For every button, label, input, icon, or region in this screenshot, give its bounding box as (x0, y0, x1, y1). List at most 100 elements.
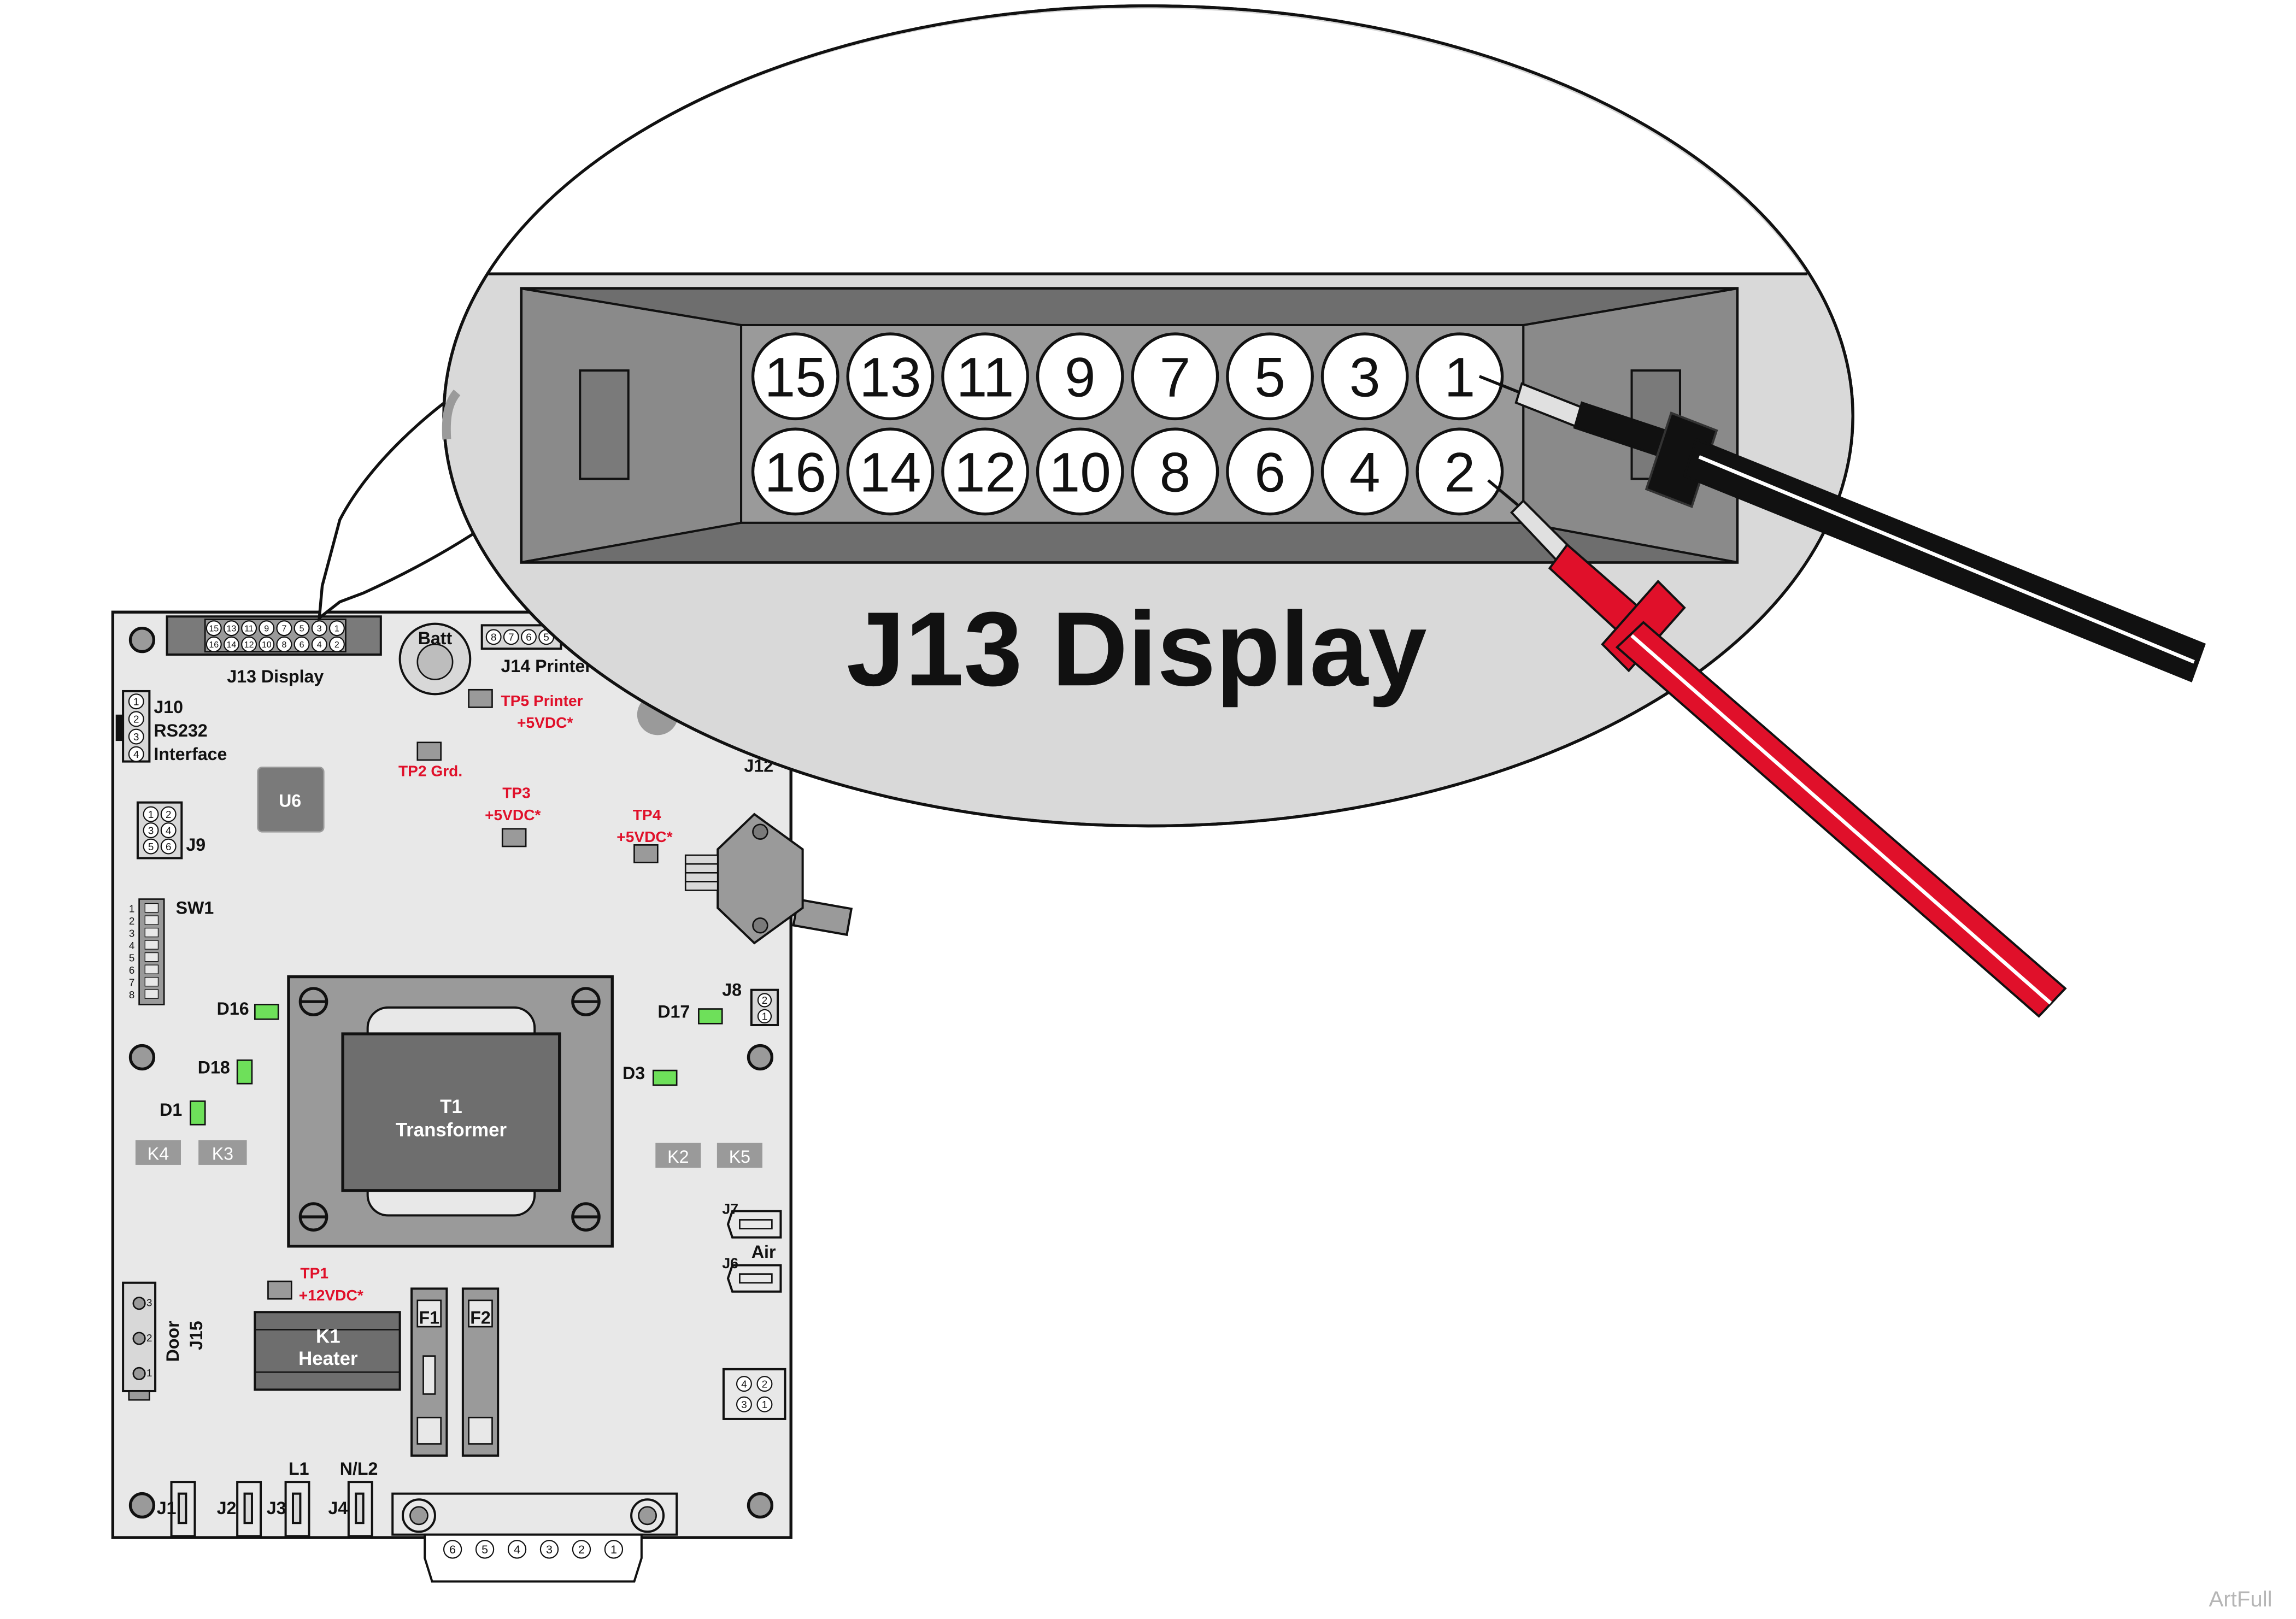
j9-pin-3-label: 3 (148, 825, 154, 836)
j13-board-pin-12-label: 12 (244, 640, 254, 650)
zoom-pin-10: 10 (1036, 427, 1124, 516)
tp2-label: TP2 Grd. (398, 762, 462, 779)
j13-board-pin-16-label: 16 (209, 640, 219, 650)
j14-pin-7: 7 (503, 629, 519, 645)
j13-board-pin-5: 5 (293, 620, 310, 637)
l1-label: L1 (289, 1459, 309, 1479)
relays (134, 1138, 764, 1169)
j13-board-pin-11: 11 (241, 620, 257, 637)
j9-pin-5-label: 5 (148, 841, 154, 852)
mounting-hole (128, 627, 156, 654)
j15-door-connector: 321 Door J15 (122, 1281, 206, 1401)
d16-label: D16 (217, 999, 249, 1019)
j8-pin-2: 2 (757, 993, 772, 1008)
bottom-plug-pin-1-label: 1 (610, 1543, 617, 1556)
j14-pin-6: 6 (521, 629, 537, 645)
air-connectors: J7 J6 Air (722, 1201, 782, 1293)
j13-board-pin-13-label: 13 (226, 624, 236, 634)
zoom-pin-5-label: 5 (1254, 346, 1285, 408)
sw1-switch (144, 940, 159, 950)
d1-label: D1 (160, 1100, 182, 1120)
j13-board-pin-1-label: 1 (334, 624, 339, 634)
j10-pin-3: 3 (128, 728, 144, 745)
d3-led (652, 1069, 678, 1086)
d18-label: D18 (198, 1057, 230, 1077)
j13-board-pin-3: 3 (311, 620, 327, 637)
j14-pin-8-label: 8 (491, 632, 496, 643)
j15-label-1: Door (163, 1321, 183, 1362)
d1-led (190, 1100, 206, 1126)
tp5-pad (468, 688, 493, 708)
t1-label-1: T1 (440, 1096, 462, 1117)
j13-board-pin-10: 10 (259, 636, 275, 652)
d17-led (698, 1008, 723, 1025)
small-conn-pin-2: 2 (756, 1376, 773, 1392)
zoom-pin-7: 7 (1131, 332, 1219, 421)
tp5-label-2: +5VDC* (517, 714, 573, 731)
k4-label: K4 (148, 1144, 169, 1164)
k3-label: K3 (212, 1144, 233, 1164)
j4-label: J4 (328, 1498, 348, 1518)
j9-pin-5: 5 (143, 838, 159, 855)
tp5-label-1: TP5 Printer (501, 692, 583, 709)
sw1-switch (144, 915, 159, 925)
red-probe (1487, 479, 2067, 1018)
j2-label: J2 (217, 1498, 237, 1518)
j9-pin-6: 6 (160, 838, 177, 855)
j9-pin-6-label: 6 (166, 841, 171, 852)
j13-board-pin-10-label: 10 (262, 640, 272, 650)
j10-pin-2-label: 2 (133, 714, 139, 725)
j13-board-pin-2: 2 (328, 636, 345, 652)
f1-fuse: F1 (410, 1287, 448, 1457)
j13-board-pin-9: 9 (259, 620, 275, 637)
tp4-pad (633, 844, 659, 863)
j13-board-pin-6: 6 (293, 636, 310, 652)
watermark: ArtFull (2209, 1587, 2272, 1611)
f2-fuse: F2 (461, 1287, 500, 1457)
d17-label: D17 (657, 1002, 690, 1022)
zoom-pin-13-label: 13 (859, 346, 921, 408)
f2-label: F2 (470, 1308, 491, 1328)
d16-led (254, 1004, 279, 1020)
j8-label: J8 (722, 980, 742, 999)
k5-relay (715, 1141, 764, 1169)
j13-board-pin-4-label: 4 (317, 640, 322, 650)
j9-pin-4: 4 (160, 822, 177, 839)
k1-label-2: Heater (298, 1348, 358, 1369)
j13-board-pin-15: 15 (205, 620, 222, 637)
j14-pin-7-label: 7 (508, 632, 514, 643)
nl2-label: N/L2 (340, 1459, 378, 1479)
sw1-label: SW1 (176, 898, 214, 917)
zoom-pin-14-label: 14 (859, 441, 921, 504)
j15-label-2: J15 (186, 1321, 206, 1350)
d3-label: D3 (623, 1063, 645, 1083)
zoom-pin-14: 14 (846, 427, 935, 516)
zoom-pin-9: 9 (1036, 332, 1124, 421)
zoom-pin-7-label: 7 (1160, 346, 1191, 408)
zoom-pin-1-label: 1 (1444, 346, 1476, 408)
sw1-number-4: 4 (129, 940, 134, 951)
j8-pin-1: 1 (757, 1009, 772, 1024)
j10-pin-4: 4 (128, 746, 144, 762)
j13-board-pin-15-label: 15 (209, 624, 219, 634)
sw1-number-6: 6 (129, 964, 134, 976)
j10-pin-1: 1 (128, 693, 144, 710)
callout-title: J13 Display (847, 590, 1427, 708)
t1-label-2: Transformer (396, 1120, 507, 1141)
j12-sensor: J12 (684, 756, 853, 945)
j10-pin-2: 2 (128, 711, 144, 727)
fuses: F1 F2 (410, 1287, 500, 1457)
j13-board-pin-12: 12 (241, 636, 257, 652)
bottom-connectors (170, 1481, 373, 1538)
small-conn-pin-4: 4 (736, 1376, 752, 1392)
k2-label: K2 (667, 1147, 689, 1167)
small-conn-pin-3: 3 (736, 1396, 752, 1412)
j6-label: J6 (722, 1255, 738, 1271)
tp1-pad (267, 1280, 292, 1300)
sw1-switch (144, 927, 159, 938)
zoom-pin-6: 6 (1226, 427, 1314, 516)
tp3-label-2: +5VDC* (485, 806, 541, 823)
